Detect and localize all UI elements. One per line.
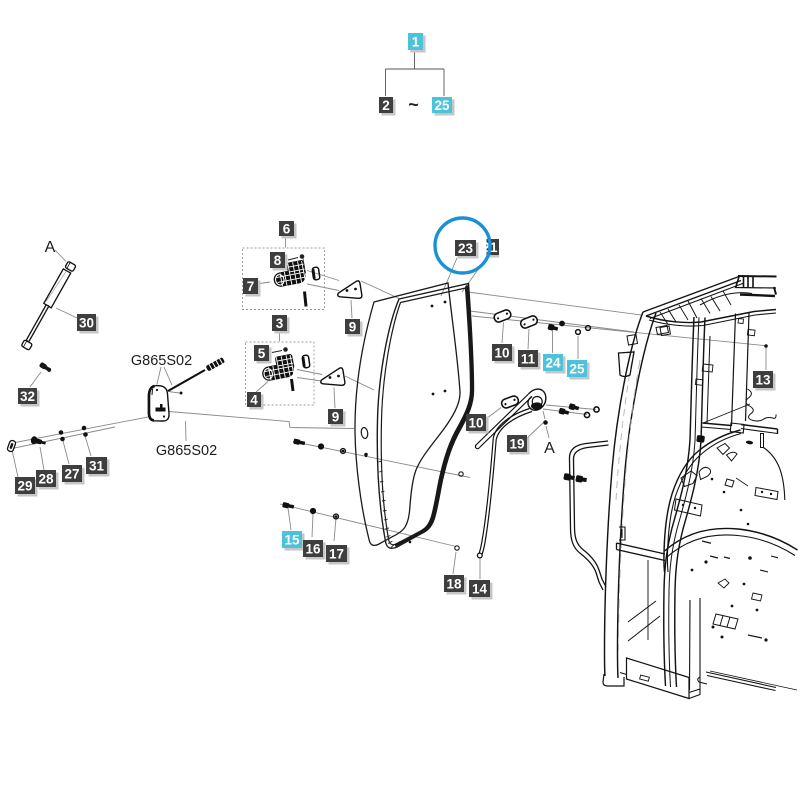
svg-text:13: 13 bbox=[755, 372, 771, 387]
svg-text:28: 28 bbox=[38, 471, 54, 486]
svg-text:32: 32 bbox=[20, 389, 35, 404]
svg-text:16: 16 bbox=[305, 541, 321, 556]
svg-text:10: 10 bbox=[468, 415, 483, 430]
svg-text:A: A bbox=[45, 239, 56, 256]
svg-text:10: 10 bbox=[494, 345, 509, 360]
svg-text:~: ~ bbox=[408, 95, 419, 115]
svg-text:8: 8 bbox=[274, 253, 282, 268]
svg-text:25: 25 bbox=[434, 98, 450, 113]
svg-text:17: 17 bbox=[329, 546, 344, 561]
svg-text:G865S02: G865S02 bbox=[131, 353, 192, 369]
svg-text:27: 27 bbox=[64, 466, 79, 481]
svg-text:9: 9 bbox=[332, 409, 340, 424]
svg-text:A: A bbox=[544, 440, 555, 457]
svg-text:6: 6 bbox=[283, 221, 291, 236]
svg-text:3: 3 bbox=[276, 316, 284, 331]
svg-text:7: 7 bbox=[247, 279, 255, 294]
svg-text:5: 5 bbox=[258, 346, 266, 361]
svg-text:1: 1 bbox=[412, 34, 420, 49]
svg-text:19: 19 bbox=[509, 436, 524, 451]
svg-text:31: 31 bbox=[89, 458, 105, 473]
svg-text:25: 25 bbox=[569, 361, 585, 376]
svg-text:4: 4 bbox=[250, 392, 258, 407]
svg-text:9: 9 bbox=[349, 319, 357, 334]
svg-text:11: 11 bbox=[521, 351, 536, 366]
svg-text:24: 24 bbox=[545, 355, 561, 370]
svg-text:15: 15 bbox=[284, 532, 300, 547]
svg-text:14: 14 bbox=[472, 581, 488, 596]
svg-text:23: 23 bbox=[458, 241, 474, 256]
svg-text:30: 30 bbox=[79, 315, 94, 330]
svg-text:2: 2 bbox=[382, 98, 390, 113]
svg-text:18: 18 bbox=[446, 576, 462, 591]
svg-text:21: 21 bbox=[482, 240, 498, 255]
svg-text:G865S02: G865S02 bbox=[156, 443, 217, 459]
svg-text:29: 29 bbox=[17, 478, 32, 493]
